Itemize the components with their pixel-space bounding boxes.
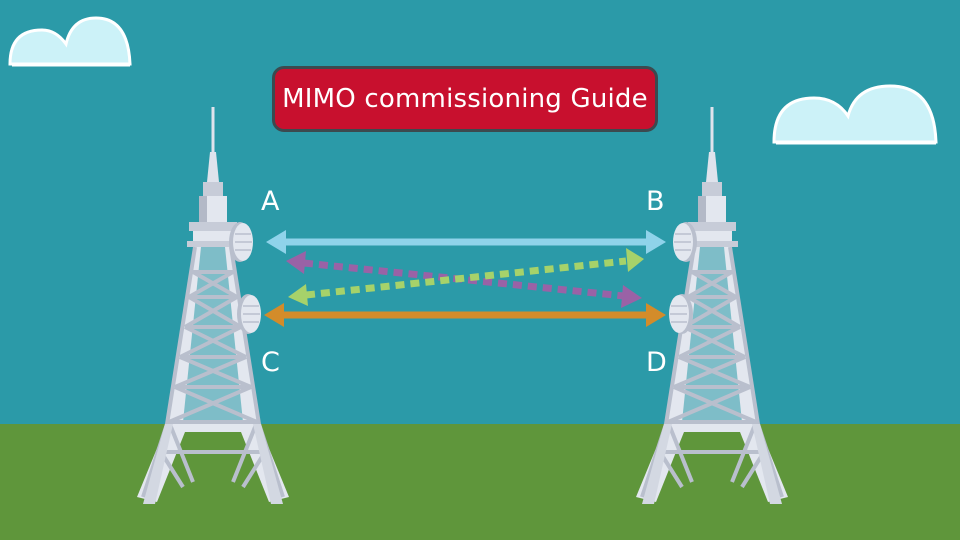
sky (0, 0, 960, 425)
antenna-dish-c (236, 293, 262, 335)
link-a-b-arrow (266, 230, 666, 254)
node-label-c: C (261, 347, 280, 378)
node-label-a: A (261, 186, 280, 217)
title-text: MIMO commissioning Guide (282, 84, 648, 114)
link-b-c-dotted-arrow (288, 248, 644, 306)
antenna-dish-b (672, 221, 698, 263)
link-a-d-dotted-arrow (286, 251, 642, 308)
title-banner: MIMO commissioning Guide (272, 66, 658, 132)
node-label-b: B (646, 186, 665, 217)
cloud-right (772, 84, 938, 145)
node-label-d: D (646, 347, 667, 378)
link-c-d-arrow (264, 303, 666, 327)
antenna-dish-d (668, 293, 694, 335)
cloud-left (8, 16, 132, 67)
antenna-dish-a (228, 221, 254, 263)
